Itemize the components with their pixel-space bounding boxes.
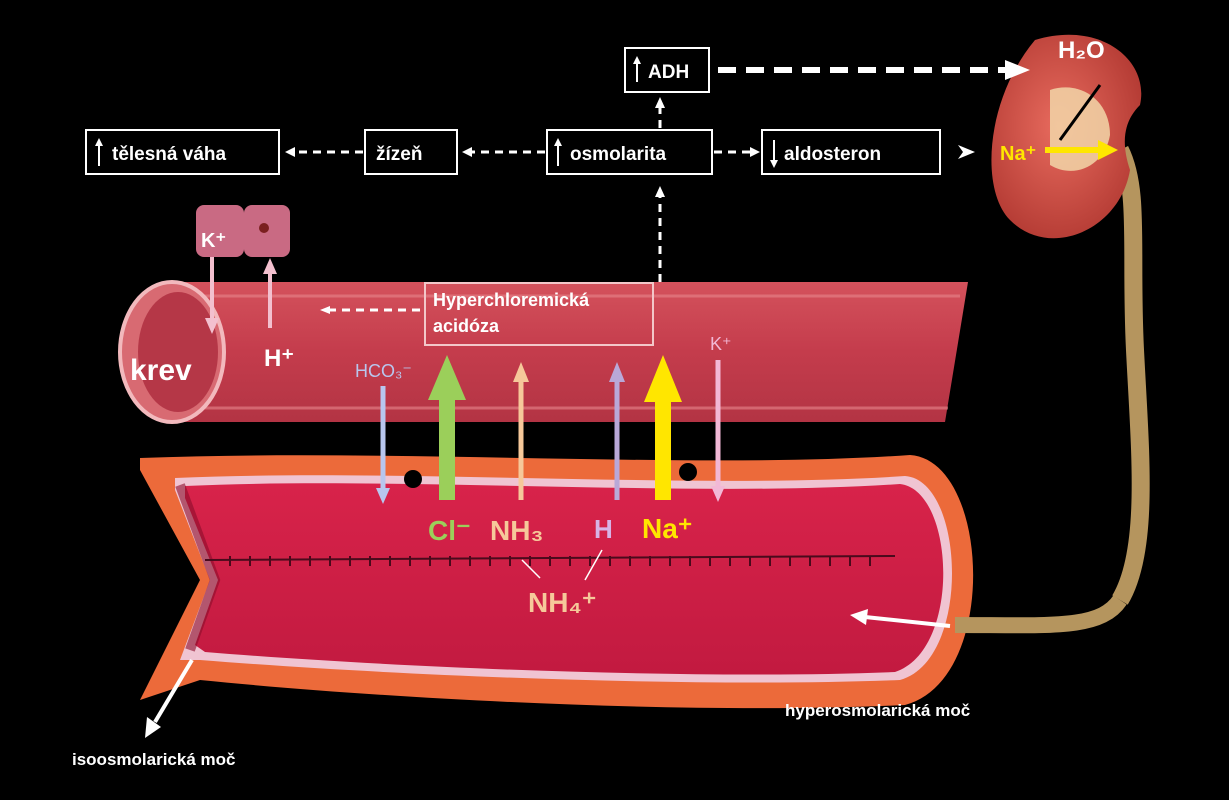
zizen-box: žízeň (364, 129, 458, 175)
up-arrow-icon (633, 56, 641, 64)
isoosmolar-urine-label: isoosmolarická moč (72, 750, 235, 769)
pump-icon-left (404, 470, 422, 488)
pump-icon-right (679, 463, 697, 481)
adh-box: ADH (624, 47, 710, 93)
osmolarita-box: osmolarita (546, 129, 713, 175)
cell-potassium-label: K⁺ (201, 230, 226, 252)
aldosteron-label: aldosteron (784, 144, 881, 165)
hyperchloremic-line1: Hyperchloremická (433, 290, 590, 310)
tubule-sodium-label: Na⁺ (642, 513, 693, 544)
blood-vessel (118, 280, 968, 424)
isoosmolar-urine-arrow (153, 658, 194, 724)
hyperosmolar-urine-arrow (864, 615, 951, 628)
hyperosmolar-urine-label: hyperosmolarická moč (785, 701, 970, 720)
hyperchloremic-line2: acidóza (433, 316, 500, 336)
block-line (1058, 84, 1102, 141)
up-arrow-icon (95, 138, 103, 146)
osmolarita-label: osmolarita (570, 144, 667, 165)
adh-label: ADH (648, 62, 689, 83)
blood-label: krev (130, 354, 192, 387)
chloride-label: Cl⁻ (428, 515, 471, 546)
tubule-proton-label: H (594, 514, 613, 544)
zizen-label: žízeň (376, 144, 422, 165)
bicarbonate-label: HCO₃⁻ (355, 361, 412, 381)
ammonia-label: NH₃ (490, 515, 543, 546)
aldosteron-box: aldosteron (761, 129, 941, 175)
aldosteron-kidney-arrowhead (958, 145, 975, 159)
telesna-vaha-label: tělesná váha (112, 144, 226, 165)
ureter (1111, 145, 1150, 605)
cell-pair (196, 205, 290, 257)
blood-potassium-label: K⁺ (710, 334, 732, 354)
down-arrow-icon (770, 160, 778, 168)
proton-to-ammonium-link (584, 549, 603, 581)
chloride-arrow (439, 380, 455, 500)
blood-proton-label: H⁺ (264, 345, 294, 372)
transport-arrows (376, 355, 725, 504)
kidney (954, 34, 1150, 634)
tubule (140, 455, 974, 709)
telesna-vaha-box: tělesná váha (85, 129, 280, 175)
up-arrow-icon (554, 138, 562, 146)
kidney-water-label: H₂O (1058, 37, 1105, 64)
ammonium-label: NH₄⁺ (528, 587, 597, 618)
hyperchloremic-acidosis-box: Hyperchloremická acidóza (424, 282, 654, 346)
kidney-sodium-label: Na⁺ (1000, 143, 1036, 165)
cell-nucleus (259, 223, 269, 233)
ammonia-to-ammonium-link (521, 559, 541, 579)
sodium-arrow (655, 385, 671, 500)
